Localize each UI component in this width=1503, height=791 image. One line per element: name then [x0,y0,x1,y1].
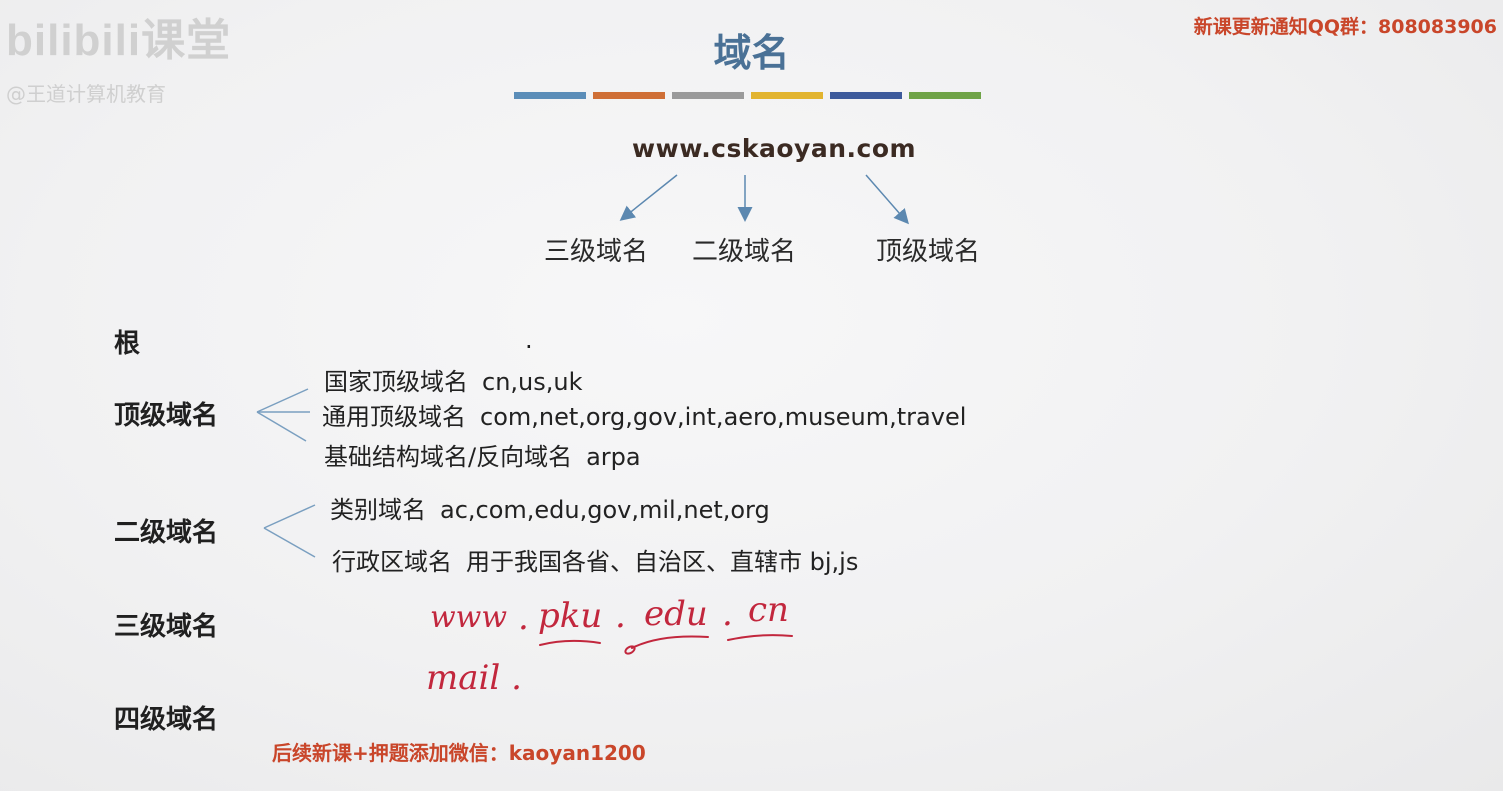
url-part-third: 三级域名 [544,237,649,267]
arrow-third-level [619,174,678,221]
url-part-second: 二级域名 [692,237,797,267]
third-level-label: 三级域名 [114,612,219,642]
qq-group-notice: 新课更新通知QQ群：808083906 [1193,16,1497,38]
second-level-item: 类别域名 ac,com,edu,gov,mil,net,org [330,490,770,525]
top-level-item-name: 通用顶级域名 [322,403,466,431]
handwriting-dot: . [722,594,733,634]
top-level-item-examples: cn,us,uk [482,368,583,396]
handwriting-pku: pku [538,596,603,636]
url-part-top: 顶级域名 [876,237,981,267]
handwriting-www: www [430,600,508,635]
arrow-top-level [865,174,909,225]
second-level-item-name: 行政区域名 [332,548,452,576]
handwriting-dot: . [615,596,626,636]
top-level-item: 国家顶级域名 cn,us,uk [324,362,583,397]
top-level-item-name: 基础结构域名/反向域名 [324,443,573,471]
root-value: . [525,326,533,354]
handwriting-underlines [539,634,793,655]
color-bar [830,92,902,99]
color-bar [593,92,665,99]
color-bar [909,92,981,99]
fourth-level-label: 四级域名 [114,705,219,735]
top-level-item-examples: arpa [586,443,641,471]
top-level-item: 通用顶级域名 com,net,org,gov,int,aero,museum,tr… [322,397,966,432]
top-level-label: 顶级域名 [114,401,219,431]
second-level-item-examples: ac,com,edu,gov,mil,net,org [440,496,770,524]
handwriting-dot: . [518,598,529,638]
color-bar [514,92,586,99]
top-level-bracket [256,388,310,442]
second-level-item-examples: 用于我国各省、自治区、直辖市 bj,js [466,548,859,576]
color-bar [751,92,823,99]
second-level-item: 行政区域名用于我国各省、自治区、直辖市 bj,js [332,542,858,577]
handwriting-cn: cn [748,590,789,630]
root-label: 根 [114,329,141,359]
top-level-item: 基础结构域名/反向域名 arpa [324,437,641,472]
top-level-item-examples: com,net,org,gov,int,aero,museum,travel [480,403,967,431]
second-level-label: 二级域名 [114,518,219,548]
second-level-item-name: 类别域名 [330,496,426,524]
handwriting-edu: edu [644,594,708,634]
top-level-item-name: 国家顶级域名 [324,368,468,396]
wechat-notice: 后续新课+押题添加微信：kaoyan1200 [272,741,646,765]
bilibili-logo: bilibili课堂 [6,16,232,65]
second-level-bracket [263,504,316,558]
color-bar [672,92,744,99]
handwriting-mail: mail . [426,658,522,698]
slide-title: 域名 [713,31,790,75]
url-example: www.cskaoyan.com [632,134,917,163]
author-watermark: @王道计算机教育 [6,82,166,106]
